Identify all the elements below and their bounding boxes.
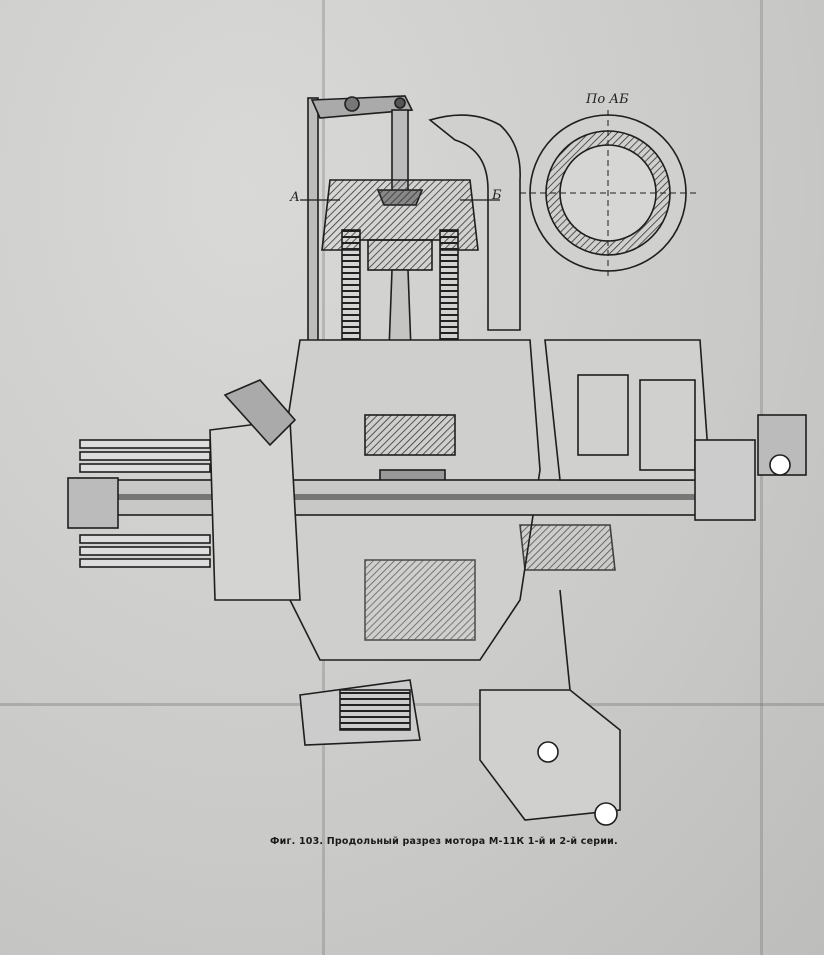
oil-pump <box>519 524 616 571</box>
intake-pipe <box>428 114 521 331</box>
hub-bolts-top <box>79 439 211 473</box>
section-label: По АБ <box>586 92 629 107</box>
section-view-ab <box>520 110 696 276</box>
rocker-arm <box>310 95 414 119</box>
section-marker-a: А <box>290 190 300 205</box>
cooling-fins-left <box>341 229 361 341</box>
piston <box>367 239 433 271</box>
cooling-fins-right <box>439 229 459 341</box>
section-marker-b: Б <box>492 188 502 203</box>
fold-line-vertical-right <box>760 0 763 955</box>
front-housing <box>209 419 301 601</box>
cylinder-head <box>321 179 479 251</box>
propeller-hub <box>67 477 119 529</box>
figure-caption: Фиг. 103. Продольный разрез мотора М-11К… <box>270 836 618 847</box>
magneto <box>694 439 756 521</box>
push-rod <box>307 97 319 379</box>
hub-bolts-bottom <box>79 534 211 568</box>
